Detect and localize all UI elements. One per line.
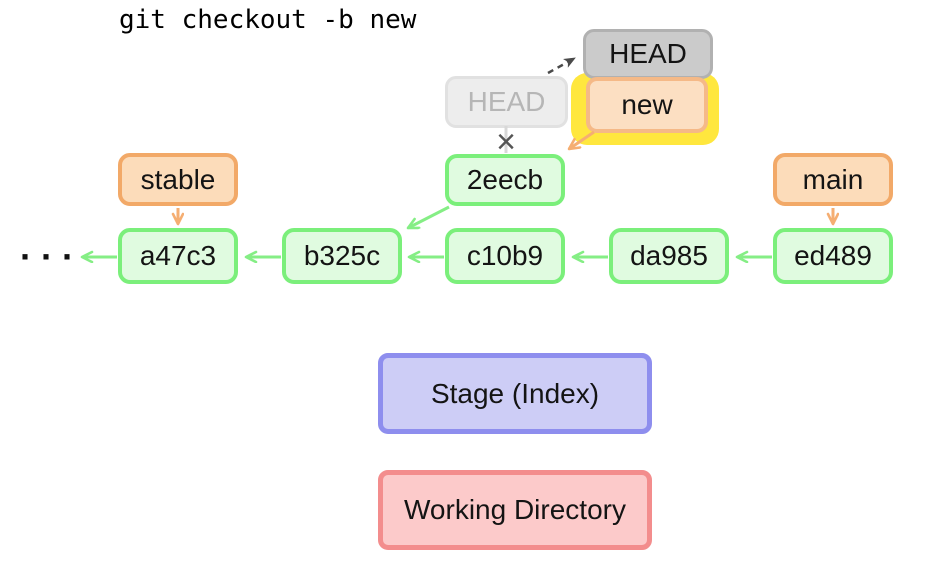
stage-index-area: Stage (Index)	[378, 353, 652, 434]
cross-mark: ×	[496, 123, 516, 161]
arrow-2eecb-to-b325c	[408, 205, 450, 230]
branch-label-stable: stable	[118, 153, 238, 206]
history-ellipsis-icon: ···	[20, 236, 83, 277]
head-pointer: HEAD	[583, 29, 713, 79]
commit-node-c10b9: c10b9	[445, 228, 565, 284]
commit-node-2eecb: 2eecb	[445, 154, 565, 206]
branch-label-new: new	[586, 77, 708, 133]
working-directory-area: Working Directory	[378, 470, 652, 550]
head-pointer-old: HEAD	[445, 76, 568, 128]
commit-node-ed489: ed489	[773, 228, 893, 284]
commit-node-b325c: b325c	[282, 228, 402, 284]
commit-node-da985: da985	[609, 228, 729, 284]
arrow-head-move-dashed	[547, 56, 576, 75]
commit-node-a47c3: a47c3	[118, 228, 238, 284]
command-title: git checkout -b new	[119, 5, 417, 35]
branch-label-main: main	[773, 153, 893, 206]
